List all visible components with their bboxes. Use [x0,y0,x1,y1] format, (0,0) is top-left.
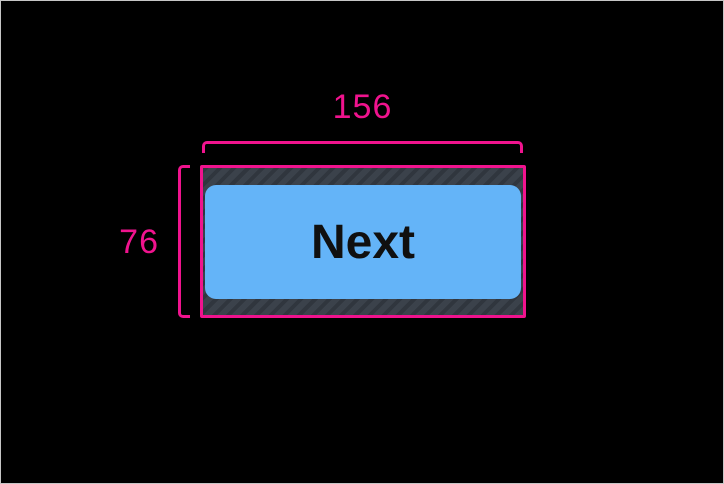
next-button[interactable]: Next [205,185,521,299]
height-measure-bracket [178,165,190,318]
width-dimension-label: 156 [332,88,393,126]
height-dimension-label: 76 [119,223,159,261]
width-measure-bracket [202,141,523,153]
touch-target-area: Next [200,165,526,318]
